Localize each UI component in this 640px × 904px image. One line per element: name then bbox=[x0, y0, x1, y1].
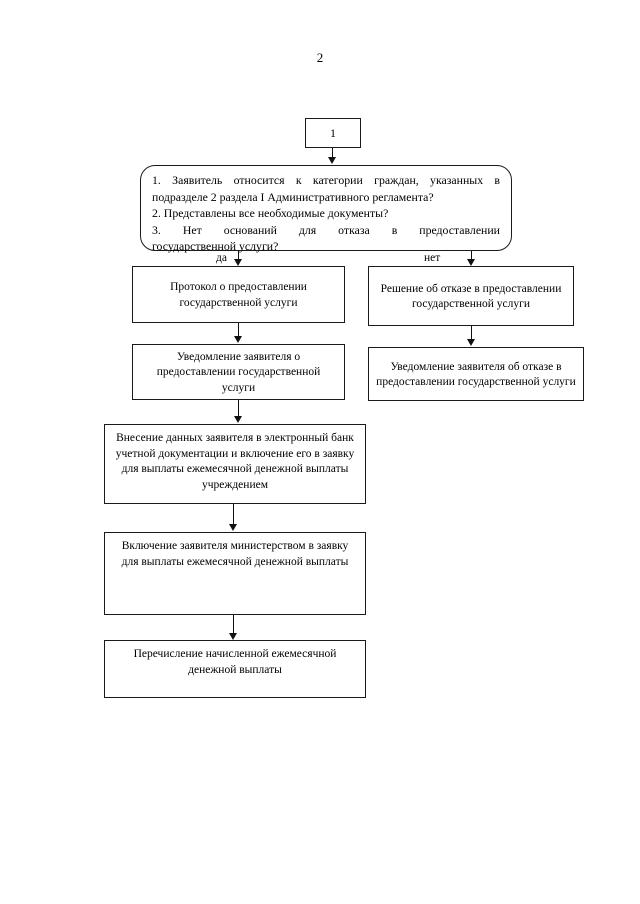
decision-line-2: подразделе 2 раздела I Административного… bbox=[152, 189, 434, 204]
node-protocol: Протокол о предоставлении государственно… bbox=[132, 266, 345, 323]
connector-decision-to-refusal bbox=[471, 251, 472, 261]
node-refusal-decision-label: Решение об отказе в предоставлении госуд… bbox=[380, 282, 562, 311]
arrowhead-decision-to-protocol bbox=[233, 259, 242, 266]
node-payment-transfer: Перечисление начисленной ежемесячной ден… bbox=[104, 640, 366, 698]
node-payment-transfer-label: Перечисление начисленной ежемесячной ден… bbox=[133, 648, 337, 676]
arrowhead-protocol-to-notification bbox=[233, 336, 242, 343]
arrowhead-data-entry-to-ministry bbox=[228, 524, 237, 531]
connector-notification-to-data-entry bbox=[238, 400, 239, 417]
connector-start-to-decision bbox=[332, 148, 333, 159]
connector-refusal-to-notification bbox=[471, 326, 472, 340]
node-notification-granted: Уведомление заявителя о предоставлении г… bbox=[132, 344, 345, 400]
branch-label-yes: да bbox=[216, 252, 227, 264]
start-node-label: 1 bbox=[330, 125, 336, 140]
connector-protocol-to-notification bbox=[238, 323, 239, 337]
connector-decision-to-protocol bbox=[238, 251, 239, 261]
node-ministry-inclusion-label: Включение заявителя министерством в заяв… bbox=[121, 540, 349, 568]
node-ministry-inclusion: Включение заявителя министерством в заяв… bbox=[104, 532, 366, 615]
arrowhead-ministry-to-payment bbox=[228, 633, 237, 640]
arrowhead-notification-to-data-entry bbox=[233, 416, 242, 423]
arrowhead-decision-to-refusal bbox=[466, 259, 475, 266]
branch-label-no: нет bbox=[424, 252, 441, 264]
node-protocol-label: Протокол о предоставлении государственно… bbox=[170, 281, 307, 309]
decision-line-4: 3. Нет оснований для отказа в предоставл… bbox=[152, 222, 500, 237]
decision-line-3: 2. Представлены все необходимые документ… bbox=[152, 206, 389, 220]
node-notification-refused: Уведомление заявителя об отказе в предос… bbox=[368, 347, 584, 401]
arrowhead-start-to-decision bbox=[327, 157, 336, 164]
decision-line-1: 1. Заявитель относится к категории гражд… bbox=[152, 173, 500, 187]
flowchart-start-node: 1 bbox=[305, 118, 361, 148]
connector-data-entry-to-ministry bbox=[233, 504, 234, 525]
node-refusal-decision: Решение об отказе в предоставлении госуд… bbox=[368, 266, 574, 326]
node-data-entry-label: Внесение данных заявителя в электронный … bbox=[115, 432, 355, 491]
decision-node: 1. Заявитель относится к категории гражд… bbox=[140, 165, 512, 253]
node-notification-granted-label: Уведомление заявителя о предоставлении г… bbox=[156, 350, 321, 394]
node-notification-refused-label: Уведомление заявителя об отказе в предос… bbox=[376, 360, 576, 389]
page-number: 2 bbox=[316, 50, 324, 65]
connector-ministry-to-payment bbox=[233, 615, 234, 634]
arrowhead-refusal-to-notification bbox=[466, 339, 475, 346]
decision-line-5: государственной услуги? bbox=[152, 239, 279, 253]
node-data-entry: Внесение данных заявителя в электронный … bbox=[104, 424, 366, 504]
